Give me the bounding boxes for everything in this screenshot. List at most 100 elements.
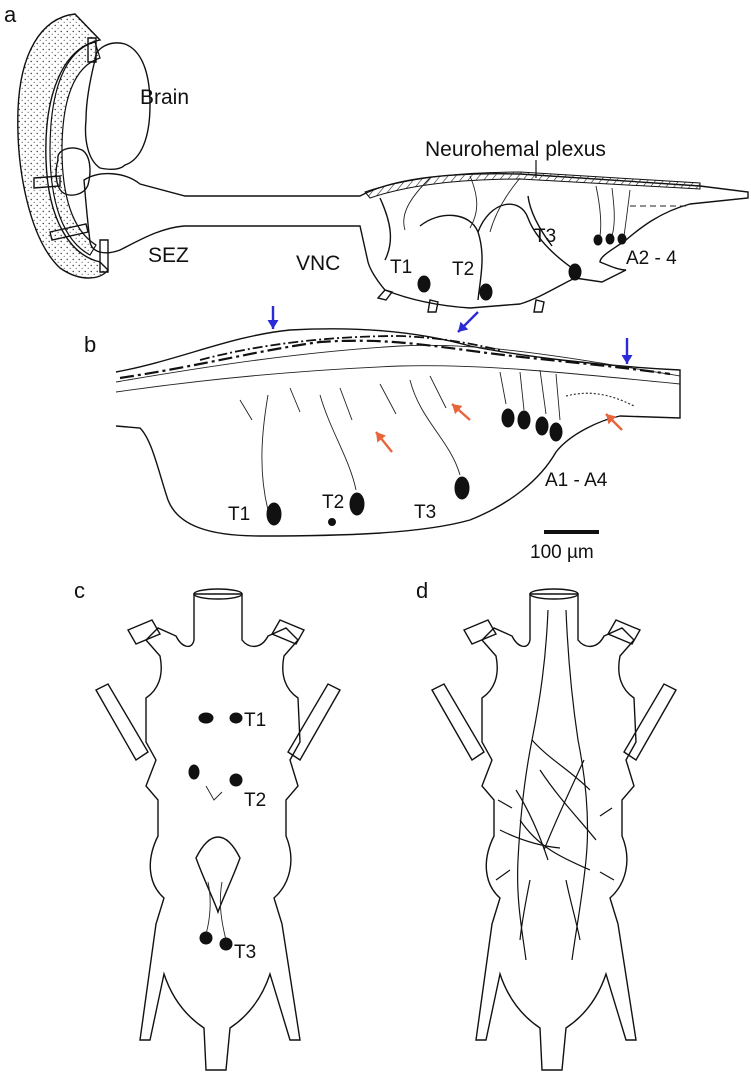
t3-neuromere-c — [195, 836, 241, 915]
neuropil-layer-1 — [115, 365, 681, 393]
soma-b-a3 — [535, 416, 549, 436]
soma-b-a1 — [501, 408, 515, 428]
soma-b-a4 — [549, 422, 563, 442]
label-vnc: VNC — [296, 252, 340, 275]
soma-a4 — [617, 233, 627, 245]
soma-t1 — [417, 275, 431, 293]
vnc-sagittal-outline — [115, 328, 681, 537]
neuropil-layer-2 — [115, 344, 681, 383]
plexus-fiber-2 — [199, 335, 501, 361]
soma-c-t1-right — [229, 712, 243, 724]
nerve-d-4 — [623, 683, 677, 761]
sez-ganglion — [55, 147, 91, 196]
soma-b-t3 — [454, 476, 470, 500]
panel-a: a — [4, 2, 749, 313]
axon-a4 — [595, 185, 602, 237]
neurite-t3 — [409, 379, 461, 476]
soma-c-t1-left — [198, 712, 214, 724]
nerve-c-1 — [126, 619, 162, 645]
label-sez: SEZ — [148, 244, 189, 267]
soma-a3 — [605, 233, 615, 245]
neurites-c — [205, 785, 227, 941]
axon-a1 — [403, 177, 431, 231]
nerve-d-2 — [606, 619, 642, 645]
nerve-stub-3 — [99, 239, 109, 273]
label-a-t1: T1 — [390, 257, 412, 278]
blue-arrows — [267, 306, 633, 364]
brain — [84, 42, 151, 170]
panel-b-letter: b — [84, 332, 96, 357]
panel-c: c T1 T2 T3 — [74, 578, 341, 1071]
neurite-branches — [239, 375, 447, 421]
nerve-c-4 — [287, 683, 341, 761]
panel-a-letter: a — [4, 2, 17, 27]
root-2 — [427, 299, 439, 313]
nerve-d-3 — [431, 683, 485, 761]
orange-arrows — [375, 403, 623, 453]
axon-a5 — [611, 187, 615, 237]
label-a2-4: A2 - 4 — [626, 248, 677, 269]
soma-c-t2-right — [229, 773, 243, 787]
soma-b-t2-small — [328, 518, 336, 526]
cord-top-d — [529, 588, 579, 600]
head-inner-capsule — [49, 41, 101, 256]
soma-a2 — [593, 234, 603, 246]
nerve-stub-1 — [33, 175, 61, 189]
scale-bar — [544, 530, 599, 534]
label-a-t3: T3 — [534, 226, 556, 247]
head-capsule — [17, 13, 109, 279]
seg-line-4 — [527, 195, 553, 247]
soma-t3 — [568, 263, 582, 281]
soma-t2 — [479, 283, 493, 301]
vnc-dorsal-outline-c — [139, 593, 301, 1071]
orange-arrow — [375, 431, 393, 453]
panel-c-letter: c — [74, 578, 85, 603]
label-a-t2: T2 — [452, 259, 474, 280]
blue-arrow — [267, 306, 279, 329]
axon-a6 — [623, 189, 631, 237]
panel-d: d — [416, 578, 677, 1071]
neuronal-arbor-d — [495, 609, 615, 961]
axon-a2 — [469, 175, 478, 229]
label-brain: Brain — [140, 86, 189, 109]
label-c-t2: T2 — [244, 790, 266, 811]
plexus-fiber — [119, 339, 671, 380]
soma-c-t3-left — [199, 931, 213, 945]
soma-b-t2 — [349, 492, 365, 516]
label-c-t3: T3 — [234, 942, 256, 963]
panel-d-letter: d — [416, 578, 428, 603]
label-b-t1: T1 — [228, 504, 250, 525]
label-c-t1: T1 — [244, 710, 266, 731]
nerve-d-1 — [462, 619, 498, 645]
scale-bar-label: 100 µm — [530, 542, 594, 563]
orange-arrow — [451, 403, 471, 421]
seg-line-1 — [379, 197, 392, 261]
root-3 — [533, 299, 545, 313]
nerve-c-3 — [95, 683, 149, 761]
seg-line-3 — [477, 203, 576, 271]
label-b-t3: T3 — [414, 502, 436, 523]
soma-c-t2-left — [188, 764, 200, 780]
soma-c-t3-right — [219, 937, 233, 951]
label-neurohemal: Neurohemal plexus — [425, 138, 606, 161]
soma-b-t1 — [266, 502, 282, 526]
blue-arrow — [457, 311, 479, 333]
label-b-t2: T2 — [322, 492, 344, 513]
neurite-t1 — [261, 394, 269, 511]
brain-stalk — [87, 37, 97, 63]
neurite-t2 — [319, 394, 357, 491]
nerve-c-2 — [270, 619, 306, 645]
panel-b: b T1 T2 T3 A1 - A4 100 µm — [84, 306, 681, 563]
orange-arrow — [605, 413, 623, 431]
posterior-terminal — [565, 392, 635, 407]
root-1 — [376, 289, 394, 301]
blue-arrow — [621, 338, 633, 364]
soma-b-a2 — [517, 410, 531, 430]
axon-a3 — [489, 177, 521, 233]
cord-top-c — [193, 588, 243, 600]
nerve-stub-2 — [49, 223, 89, 241]
label-a1-a4: A1 - A4 — [545, 470, 608, 491]
neurohemal-band — [364, 171, 701, 199]
vnc-dorsal-outline-d — [475, 593, 637, 1071]
